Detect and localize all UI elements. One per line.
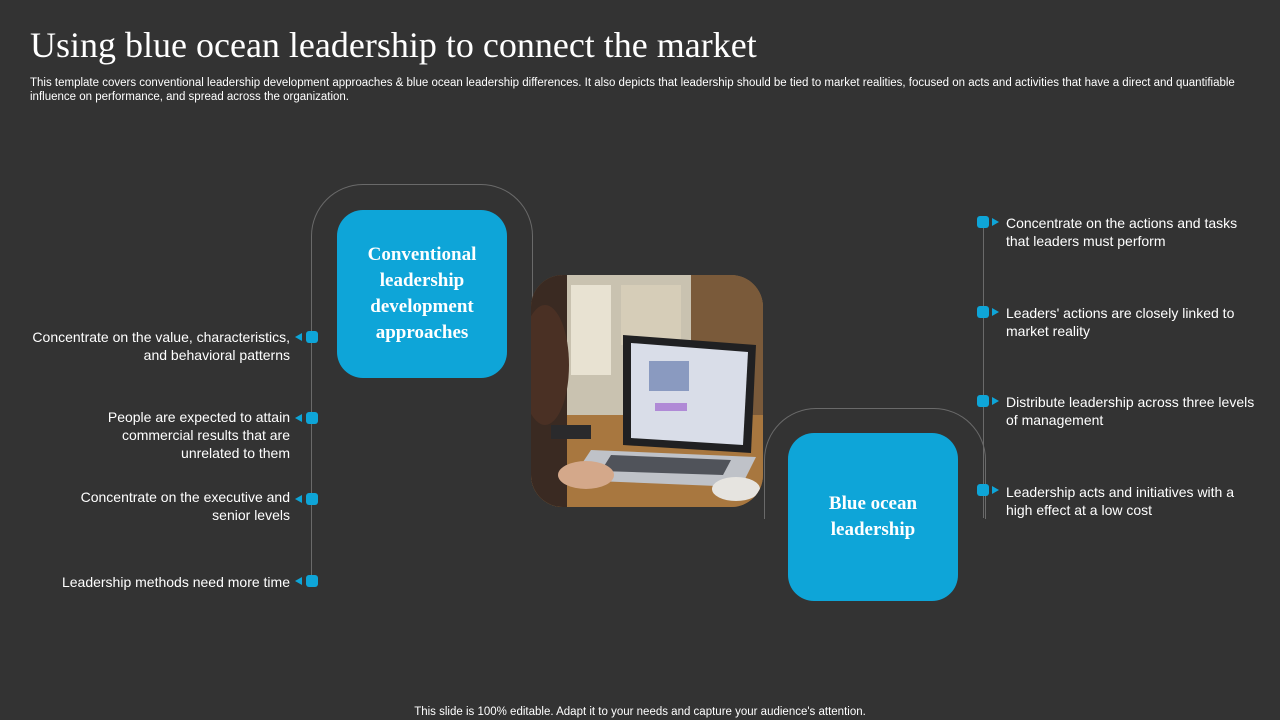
triangle-pointer-icon <box>295 414 302 422</box>
triangle-pointer-icon <box>992 397 999 405</box>
blue-ocean-item-3: Distribute leadership across three level… <box>1006 394 1255 428</box>
left-connector-arc <box>311 184 533 305</box>
square-marker-icon <box>306 575 318 587</box>
triangle-pointer-icon <box>992 486 999 494</box>
left-connector-line <box>311 290 312 586</box>
conventional-item-3: Concentrate on the executive and senior … <box>80 489 290 523</box>
conventional-approaches-label: Conventional leadership development appr… <box>367 244 477 343</box>
square-marker-icon <box>306 412 318 424</box>
slide-footer: This slide is 100% editable. Adapt it to… <box>414 706 866 718</box>
blue-ocean-item-2: Leaders' actions are closely linked to m… <box>1006 305 1235 339</box>
conventional-item-4: Leadership methods need more time <box>61 574 290 590</box>
laptop-illustration-icon <box>531 275 763 507</box>
square-marker-icon <box>977 395 989 407</box>
right-connector-arc <box>764 408 986 519</box>
slide-description: This template covers conventional leader… <box>30 77 1235 103</box>
slide-title: Using blue ocean leadership to connect t… <box>30 25 757 65</box>
triangle-pointer-icon <box>295 333 302 341</box>
square-marker-icon <box>977 484 989 496</box>
blue-ocean-item-4: Leadership acts and initiatives with a h… <box>1006 484 1235 518</box>
blue-ocean-label: Blue ocean leadership <box>828 493 918 540</box>
triangle-pointer-icon <box>295 577 302 585</box>
triangle-pointer-icon <box>992 218 999 226</box>
square-marker-icon <box>306 331 318 343</box>
triangle-pointer-icon <box>295 495 302 503</box>
square-marker-icon <box>977 306 989 318</box>
blue-ocean-box: Blue ocean leadership <box>788 433 958 601</box>
square-marker-icon <box>306 493 318 505</box>
triangle-pointer-icon <box>992 308 999 316</box>
conventional-approaches-box: Conventional leadership development appr… <box>337 210 507 378</box>
right-connector-line <box>983 216 984 518</box>
laptop-photo <box>531 275 763 507</box>
conventional-item-1: Concentrate on the value, characteristic… <box>32 329 290 363</box>
square-marker-icon <box>977 216 989 228</box>
conventional-item-2: People are expected to attain commercial… <box>107 409 290 461</box>
blue-ocean-item-1: Concentrate on the actions and tasks tha… <box>1006 215 1238 249</box>
